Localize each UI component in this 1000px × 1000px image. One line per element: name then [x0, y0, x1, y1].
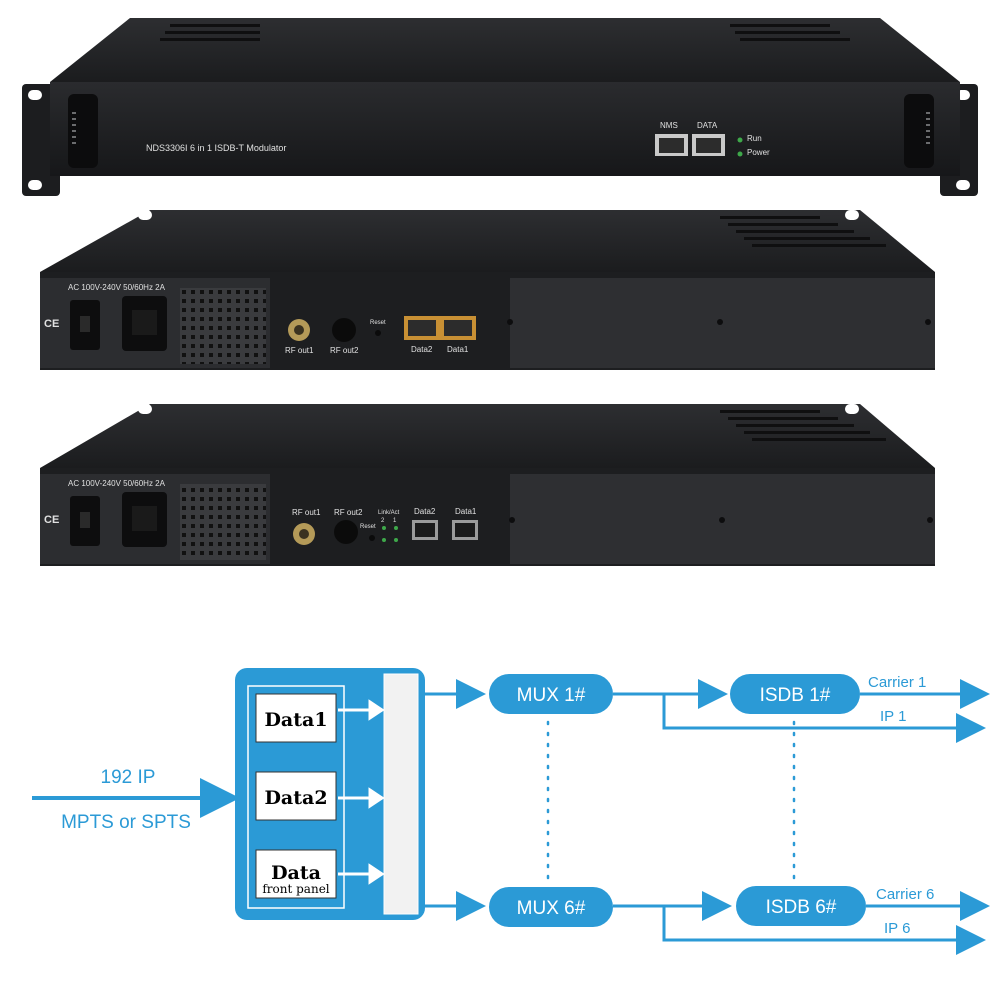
front-chassis — [22, 18, 978, 196]
rf-out2-connector-sfp[interactable] — [334, 520, 358, 544]
data1-port-rj45[interactable] — [440, 316, 476, 340]
nms-port-label: NMS — [660, 121, 678, 130]
run-led — [737, 137, 743, 143]
data-front-sub-label: front panel — [262, 882, 329, 896]
link-act-label: Link/Act — [378, 510, 400, 516]
data1-label-rj45: Data1 — [447, 345, 469, 354]
data1-label: Data1 — [264, 709, 327, 731]
mux1-label: MUX 1# — [517, 685, 586, 706]
ip6-label: IP 6 — [884, 920, 910, 937]
link-2-label: 2 — [381, 518, 385, 524]
data2-port-rj45[interactable] — [404, 316, 440, 340]
ce-mark-sfp: CE — [44, 514, 60, 526]
power-label-sfp: AC 100V-240V 50/60Hz 2A — [68, 479, 165, 488]
input-label-mpts: MPTS or SPTS — [61, 812, 191, 833]
rf-out2-label-rj45: RF out2 — [330, 346, 359, 355]
rf-out1-connector-rj45[interactable] — [288, 319, 310, 341]
rf-out2-label-sfp: RF out2 — [334, 508, 363, 517]
data1-box — [255, 693, 337, 743]
data-port[interactable] — [692, 134, 725, 156]
data-front-box — [255, 849, 337, 899]
reset-label-sfp: Reset — [360, 524, 376, 530]
link-act-leds — [382, 526, 398, 542]
isdb1-node — [730, 674, 860, 714]
data2-label-rj45: Data2 — [411, 345, 433, 354]
rear-chassis-rj45 — [40, 210, 935, 370]
rf-out1-label-sfp: RF out1 — [292, 508, 321, 517]
ip1-label: IP 1 — [880, 708, 906, 725]
data2-label: Data2 — [264, 787, 327, 809]
data1-label-sfp: Data1 — [455, 507, 477, 516]
reset-button-sfp[interactable] — [369, 535, 375, 541]
carrier1-label: Carrier 1 — [868, 674, 926, 691]
rf-out1-label-rj45: RF out1 — [285, 346, 314, 355]
mux6-node — [489, 887, 613, 927]
power-led-label: Power — [747, 148, 770, 157]
mux6-label: MUX 6# — [517, 898, 586, 919]
reset-button-rj45[interactable] — [375, 330, 381, 336]
rf-out2-connector-rj45[interactable] — [332, 318, 356, 342]
isdb1-label: ISDB 1# — [760, 685, 831, 706]
nms-port[interactable] — [655, 134, 688, 156]
reset-label-rj45: Reset — [370, 320, 386, 326]
mux1-node — [489, 674, 613, 714]
data2-sfp-port[interactable] — [412, 520, 438, 540]
data-front-label: Data — [271, 862, 321, 884]
data-port-label: DATA — [697, 121, 718, 130]
run-led-label: Run — [747, 134, 762, 143]
isdb6-label: ISDB 6# — [766, 897, 837, 918]
data2-label-sfp: Data2 — [414, 507, 436, 516]
input-label-192ip: 192 IP — [101, 767, 156, 788]
rf-out1-connector-sfp[interactable] — [293, 523, 315, 545]
model-label: NDS3306I 6 in 1 ISDB-T Modulator — [146, 143, 287, 153]
link-1-label: 1 — [393, 518, 397, 524]
rear-chassis-sfp — [40, 404, 935, 566]
carrier6-label: Carrier 6 — [876, 886, 934, 903]
power-led — [737, 151, 743, 157]
ce-mark-rj45: CE — [44, 318, 60, 330]
data1-sfp-port[interactable] — [452, 520, 478, 540]
isdb6-node — [736, 886, 866, 926]
data2-box — [255, 771, 337, 821]
block-diagram — [32, 668, 990, 955]
power-label-rj45: AC 100V-240V 50/60Hz 2A — [68, 283, 165, 292]
